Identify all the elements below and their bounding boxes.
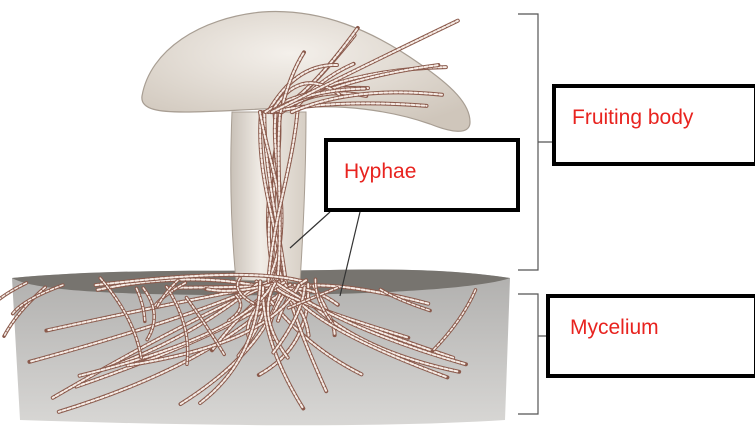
- fruiting-body-label-box: Fruiting body: [552, 84, 755, 166]
- hyphae-label-box: Hyphae: [324, 138, 520, 212]
- mycelium-bracket: [518, 294, 546, 414]
- mycelium-label-box: Mycelium: [546, 294, 755, 378]
- mycelium-label: Mycelium: [570, 316, 659, 340]
- fruiting-body-label: Fruiting body: [572, 106, 693, 130]
- fruiting-body-bracket: [518, 14, 552, 270]
- hyphae-label: Hyphae: [344, 160, 416, 184]
